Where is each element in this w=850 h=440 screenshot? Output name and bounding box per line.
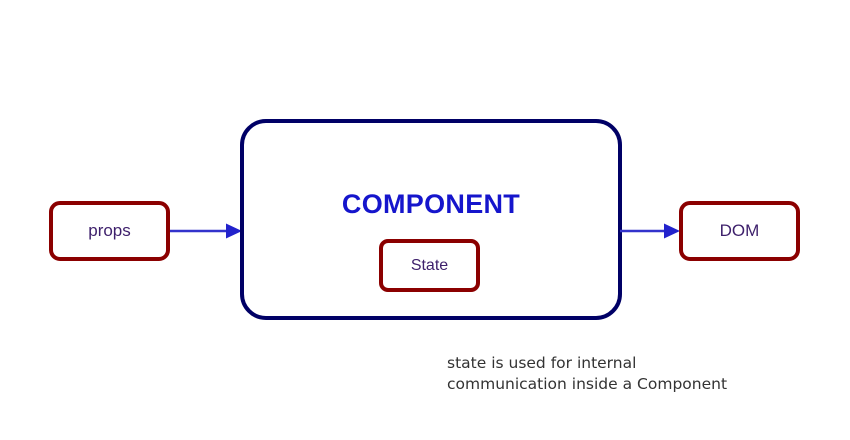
props-to-component-arrow [170,219,242,243]
node-component-label: COMPONENT [341,189,521,219]
node-props: props [49,201,170,261]
diagram-caption: state is used for internal communication… [447,354,728,393]
arrow-right-icon [170,223,242,239]
node-dom: DOM [679,201,800,261]
node-props-label: props [88,221,131,240]
component-to-dom-arrow [620,219,680,243]
node-state-label: State [410,256,449,274]
arrow-right-icon [620,223,680,239]
node-state: State [379,239,480,292]
node-dom-label: DOM [719,221,760,240]
